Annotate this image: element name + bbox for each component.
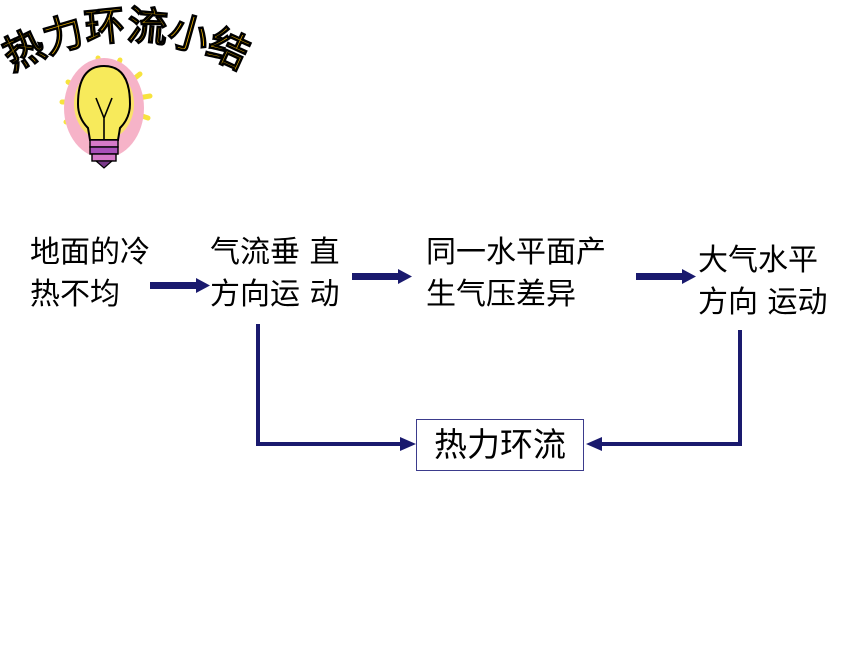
arrow-2	[352, 273, 398, 280]
flow-arrows	[150, 269, 742, 451]
step-2-line2: 方向运 动	[210, 277, 340, 312]
lightbulb-icon	[59, 55, 153, 169]
step-4-line1: 大气水平	[698, 243, 818, 278]
step-3-line2: 生气压差异	[426, 277, 576, 312]
step-4: 大气水平 方向 运动	[698, 240, 828, 324]
step-3: 同一水平面产 生气压差异	[426, 232, 606, 316]
step-1: 地面的冷 热不均	[30, 232, 150, 316]
step-1-line1: 地面的冷	[30, 235, 150, 270]
step-2-line1: 气流垂 直	[210, 235, 340, 270]
result-box: 热力环流	[416, 419, 584, 471]
arrow-left-to-result	[256, 324, 404, 446]
step-4-line2: 方向 运动	[698, 285, 828, 320]
arrow-3	[636, 273, 682, 280]
step-2: 气流垂 直 方向运 动	[210, 232, 340, 316]
step-1-line2: 热不均	[30, 277, 120, 312]
step-3-line1: 同一水平面产	[426, 235, 606, 270]
arrow-right-to-result	[598, 330, 742, 446]
arrow-1	[150, 282, 196, 289]
